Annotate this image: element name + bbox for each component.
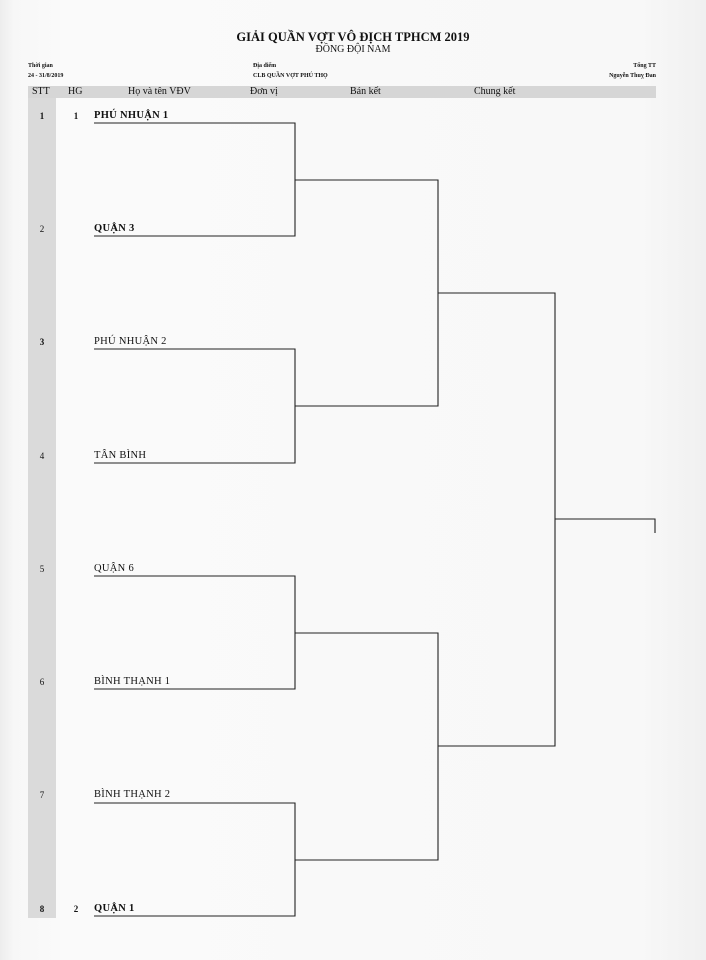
venue-value: CLB QUẦN VỢT PHÚ THỌ xyxy=(253,73,328,79)
tournament-title: GIẢI QUẦN VỢT VÔ ĐỊCH TPHCM 2019 xyxy=(236,30,470,44)
bracket-match-2 xyxy=(94,348,296,464)
bracket-match-1 xyxy=(94,122,296,237)
entry-stt: 8 xyxy=(39,904,45,914)
entry-team: QUẬN 6 xyxy=(94,563,135,574)
entry-team: PHÚ NHUẬN 2 xyxy=(94,336,167,347)
referee-label: Tổng TT xyxy=(633,63,656,69)
referee-value: Nguyễn Thuỵ Đan xyxy=(609,73,656,79)
entry-team: BÌNH THẠNH 2 xyxy=(94,789,171,800)
entry-stt: 2 xyxy=(39,224,45,234)
bracket-match-4 xyxy=(94,802,296,917)
time-label: Thời gian xyxy=(28,63,53,69)
column-header-bar xyxy=(28,86,656,98)
entry-stt: 6 xyxy=(39,677,45,687)
entry-stt: 4 xyxy=(39,451,45,461)
entry-stt: 3 xyxy=(39,337,45,347)
bracket-semifinal-1 xyxy=(295,179,439,407)
entry-team: QUẬN 1 xyxy=(94,903,135,914)
tournament-subtitle: ĐỒNG ĐỘI NAM xyxy=(315,44,391,55)
stt-column-shade xyxy=(28,98,56,918)
column-unit: Đơn vị xyxy=(250,86,278,97)
entry-stt: 7 xyxy=(39,790,45,800)
column-name: Họ và tên VĐV xyxy=(128,86,191,97)
entry-team: BÌNH THẠNH 1 xyxy=(94,676,171,687)
column-stt: STT xyxy=(32,86,50,97)
entry-stt: 1 xyxy=(39,111,45,121)
bracket-champion-line xyxy=(555,518,656,533)
entry-team: QUẬN 3 xyxy=(94,223,135,234)
column-final: Chung kết xyxy=(474,86,516,97)
bracket-match-3 xyxy=(94,575,296,690)
entry-team: TÂN BÌNH xyxy=(94,450,147,461)
venue-label: Địa điểm xyxy=(253,63,277,69)
entry-seed: 1 xyxy=(73,111,79,121)
column-hg: HG xyxy=(68,86,83,97)
time-value: 24 - 31/8/2019 xyxy=(28,73,64,79)
column-semifinal: Bán kết xyxy=(350,86,381,97)
entry-team: PHÚ NHUẬN 1 xyxy=(94,110,169,121)
bracket-final xyxy=(438,292,556,747)
entry-stt: 5 xyxy=(39,564,45,574)
bracket-semifinal-2 xyxy=(295,632,439,861)
entry-seed: 2 xyxy=(73,904,79,914)
